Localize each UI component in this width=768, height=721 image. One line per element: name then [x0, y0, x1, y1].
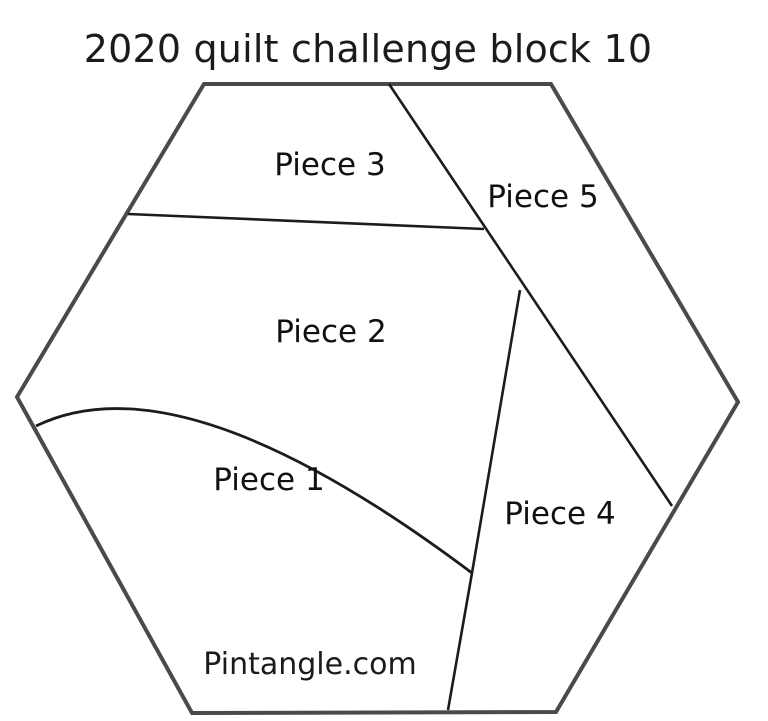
piece1-arc-seam — [35, 407, 473, 575]
piece-3-label: Piece 3 — [274, 147, 385, 183]
site-credit: Pintangle.com — [203, 647, 416, 682]
piece-1-label: Piece 1 — [213, 462, 324, 498]
page-title: 2020 quilt challenge block 10 — [84, 27, 653, 71]
piece3-divider-seam — [127, 212, 485, 231]
hexagon-outline — [14, 82, 741, 716]
piece-2-label: Piece 2 — [275, 314, 386, 350]
piece-4-label: Piece 4 — [504, 496, 615, 532]
main-diagonal-seam — [387, 83, 674, 507]
piece-5-label: Piece 5 — [487, 179, 598, 215]
